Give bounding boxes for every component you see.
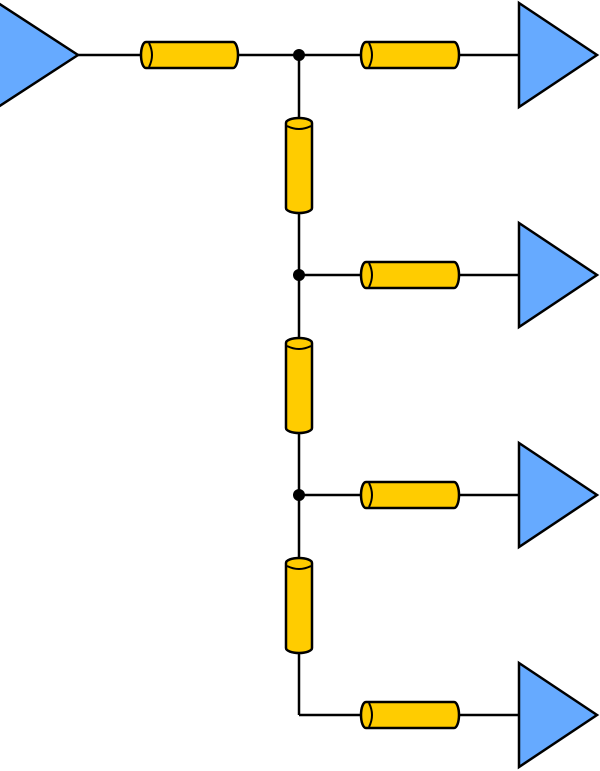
receiver-buffer-3 xyxy=(517,440,600,550)
driver-buffer xyxy=(0,2,81,108)
stub-transmission-line-1 xyxy=(359,40,461,70)
receiver-buffer-4 xyxy=(517,660,600,770)
trunk-transmission-line-3 xyxy=(284,556,314,655)
junction-dot-3 xyxy=(293,489,305,501)
stub-transmission-line-2 xyxy=(359,260,461,290)
stub-transmission-line-4 xyxy=(359,700,461,730)
receiver-buffer-2 xyxy=(517,220,600,330)
junction-dot-1 xyxy=(293,49,305,61)
stub-transmission-line-3 xyxy=(359,480,461,510)
input-transmission-line xyxy=(139,40,240,70)
trunk-transmission-line-2 xyxy=(284,336,314,435)
junctions xyxy=(293,49,305,501)
receiver-buffer-1 xyxy=(517,0,600,110)
trunk-transmission-line-1 xyxy=(284,116,314,215)
junction-dot-2 xyxy=(293,269,305,281)
transmission-lines xyxy=(139,40,461,730)
